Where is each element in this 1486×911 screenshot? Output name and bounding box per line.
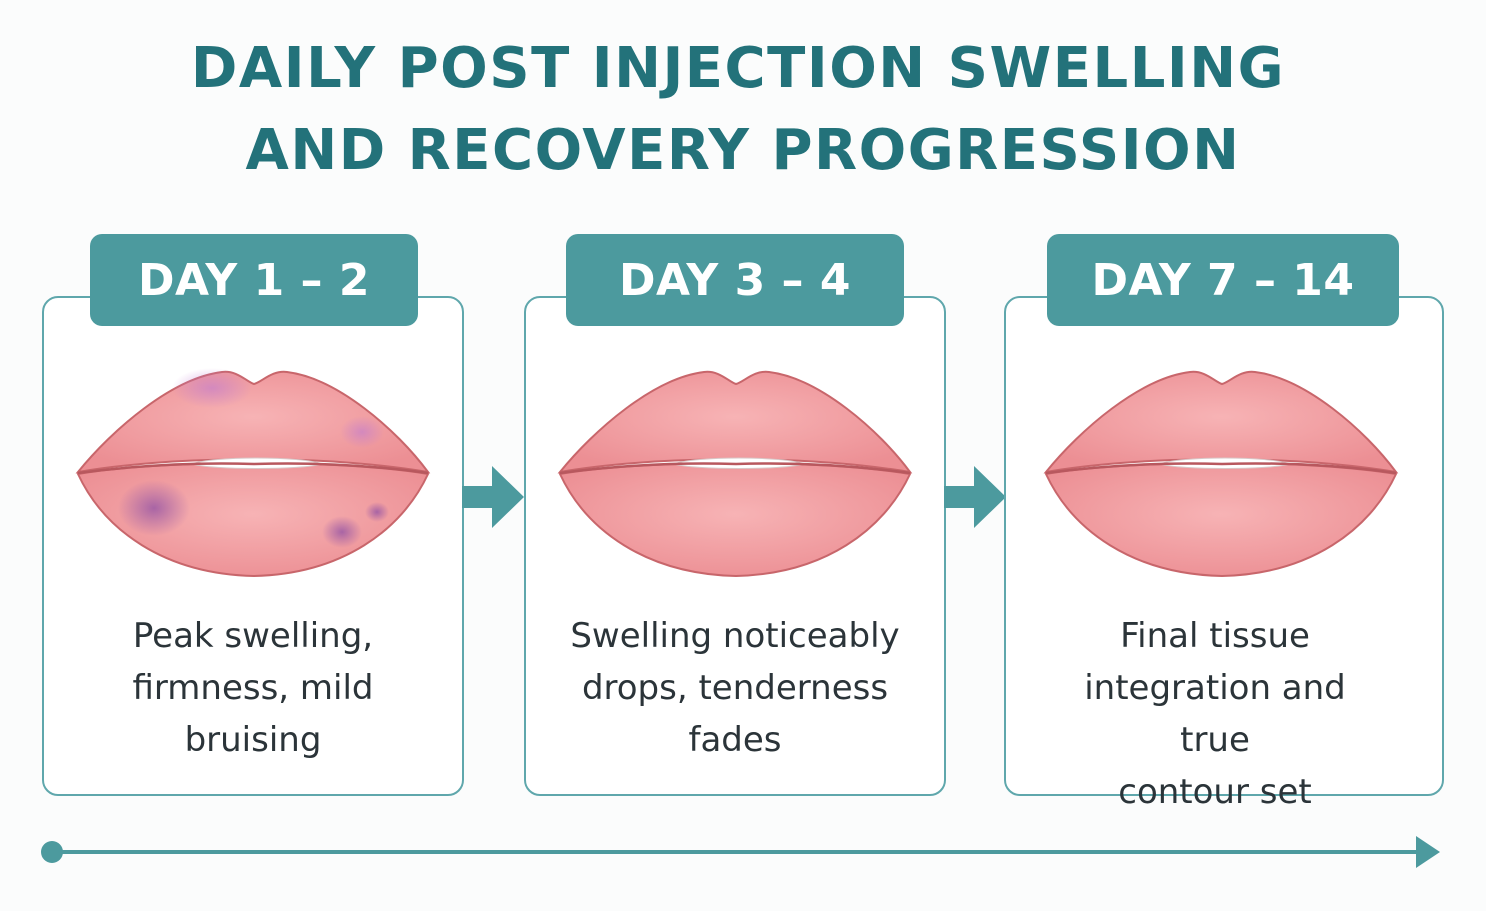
description-line: Swelling noticeably [570,616,900,656]
description-line: fades [688,720,782,760]
stage-description-2: Swelling noticeably drops, tenderness fa… [570,610,900,766]
stage-label-2: DAY 3 – 4 [566,234,904,326]
description-line: Final tissue [1120,616,1310,656]
description-line: firmness, mild [132,668,374,708]
description-line: Peak swelling, [132,616,374,656]
description-line: drops, tenderness [581,668,889,708]
description-line: contour set [1118,772,1312,812]
lips-illustration-bruised [75,368,431,578]
description-line: integration and true [1084,668,1346,760]
page-title: DAILY POST INJECTION SWELLING AND RECOVE… [0,28,1486,192]
description-line: bruising [184,720,322,760]
arrow-right-icon [462,466,524,528]
stage-description-1: Peak swelling, firmness, mild bruising [88,610,418,766]
timeline-arrowhead-icon [1416,836,1440,868]
title-line-1: DAILY POST INJECTION SWELLING [190,36,1286,101]
timeline-arrow [41,836,1440,868]
stage-label-3: DAY 7 – 14 [1047,234,1399,326]
arrow-right-icon [944,466,1006,528]
stage-description-3: Final tissue integration and true contou… [1045,610,1385,818]
lips-illustration-healed [1043,370,1399,578]
stage-label-1: DAY 1 – 2 [90,234,418,326]
title-line-2: AND RECOVERY PROGRESSION [245,118,1241,183]
lips-illustration-healing [557,370,913,578]
